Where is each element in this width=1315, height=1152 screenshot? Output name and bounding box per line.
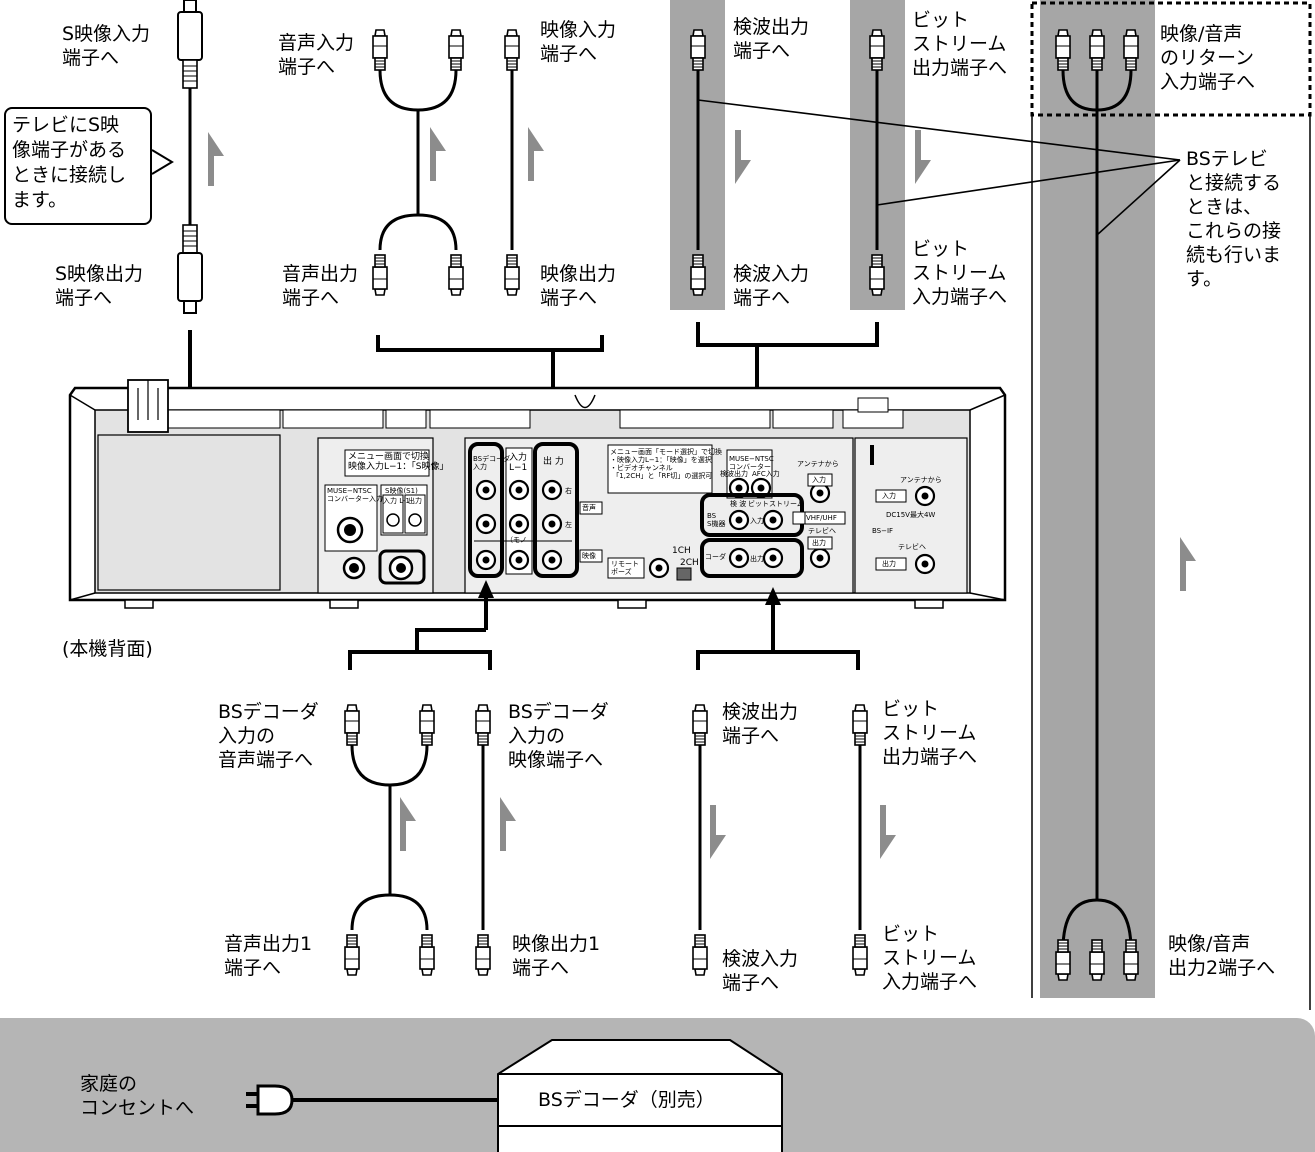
panel-output: 出力: [408, 497, 422, 505]
label-av-return: 映像/音声 のリターン 入力端子へ: [1160, 23, 1256, 93]
label-bs-tv-note: BSテレビ と接続する ときは、 これらの接 続も行いま す。: [1186, 148, 1282, 290]
label-video-out1: 映像出力1 端子へ: [512, 933, 601, 979]
panel-left: 左: [565, 521, 572, 529]
panel-ch1: 1CH: [672, 546, 691, 556]
panel-bs-decoder-in: BSデコーダ 入力: [473, 455, 511, 471]
panel-muse-conv: MUSE−NTSC コンバーター入力: [327, 487, 383, 503]
panel-right: 右: [565, 487, 572, 495]
panel-afc-in: AFC入力: [752, 470, 780, 478]
label-audio-in: 音声入力 端子へ: [278, 32, 355, 78]
label-video-in: 映像入力 端子へ: [540, 19, 617, 65]
panel-video: 映像: [582, 552, 596, 560]
panel-in-box: 入力: [882, 492, 896, 500]
label-audio-out1: 音声出力1 端子へ: [224, 933, 313, 979]
panel-kenpa-out-s: 検波出力: [720, 470, 748, 478]
panel-bitstream: ビットストリーム: [748, 500, 804, 508]
panel-out-box: 出力: [882, 560, 896, 568]
panel-dc15v: DC15V最大4W: [886, 511, 936, 519]
label-s-video-out: S映像出力 端子へ: [55, 263, 144, 309]
panel-remote-pause: リモート ポーズ: [611, 560, 639, 576]
panel-tv-to2: テレビへ: [898, 543, 926, 551]
label-bs-decoder-audio: BSデコーダ 入力の 音声端子へ: [218, 701, 319, 771]
panel-menu-note1: メニュー画面で切換 映像入力L−1：「S映像」: [348, 452, 449, 472]
note-callout: テレビにS映 像端子がある ときに接続し ます。: [4, 107, 152, 225]
panel-input-l1b: 入力 L−1: [509, 453, 528, 473]
panel-antenna-from: アンテナから: [797, 460, 839, 468]
panel-kenpa: 検 波: [730, 500, 747, 508]
label-outlet: 家庭の コンセントへ: [80, 1073, 195, 1119]
panel-vhf-uhf: VHF/UHF: [806, 514, 837, 522]
label-bitstream-out-bot: ビット ストリーム 出力端子へ: [882, 698, 978, 768]
bottom-bar: [0, 1018, 1315, 1152]
panel-output-b: 出 力: [543, 457, 564, 467]
panel-muse-ntsc: MUSE−NTSC コンバーター: [729, 455, 774, 471]
panel-input-l1: 入力 L-1: [383, 497, 410, 505]
panel-bs-device: BS S機器: [707, 512, 726, 528]
label-s-video-in: S映像入力 端子へ: [62, 23, 151, 69]
panel-out-small: 出力: [750, 555, 764, 563]
panel-menu-note2: メニュー画面「モード選択」で切換 ・映像入力L−1：「映像」を選択 ・ビデオチャ…: [610, 448, 722, 480]
label-bitstream-in-bot: ビット ストリーム 入力端子へ: [882, 923, 978, 993]
panel-in-small: 入力: [750, 517, 764, 525]
label-kenpa-in-top: 検波入力 端子へ: [733, 263, 810, 309]
panel-audio: 音声: [582, 504, 596, 512]
panel-ch2: 2CH: [680, 558, 699, 568]
panel-tv-to: テレビへ: [808, 527, 836, 535]
panel-mono: （モノ: [506, 536, 527, 544]
label-audio-out: 音声出力 端子へ: [282, 263, 359, 309]
panel-s-video-s1: S映像(S1): [385, 487, 418, 495]
label-bitstream-in-top: ビット ストリーム 入力端子へ: [912, 238, 1008, 308]
label-kenpa-out-top: 検波出力 端子へ: [733, 16, 810, 62]
label-av-out2: 映像/音声 出力2端子へ: [1168, 933, 1276, 979]
label-kenpa-in-bot: 検波入力 端子へ: [722, 948, 799, 994]
panel-bs-if: BS−IF: [872, 527, 894, 535]
panel-output-r: 出力: [812, 539, 826, 547]
label-rear: (本機背面): [62, 638, 153, 660]
label-video-out: 映像出力 端子へ: [540, 263, 617, 309]
label-kenpa-out-bot: 検波出力 端子へ: [722, 701, 799, 747]
label-bs-decoder-video: BSデコーダ 入力の 映像端子へ: [508, 701, 609, 771]
panel-ant-from2: アンテナから: [900, 476, 942, 484]
panel-input: 入力: [812, 476, 826, 484]
panel-coder: コーダ: [705, 553, 726, 561]
label-bitstream-out-top: ビット ストリーム 出力端子へ: [912, 9, 1008, 79]
label-decoder: BSデコーダ（別売）: [538, 1089, 715, 1111]
